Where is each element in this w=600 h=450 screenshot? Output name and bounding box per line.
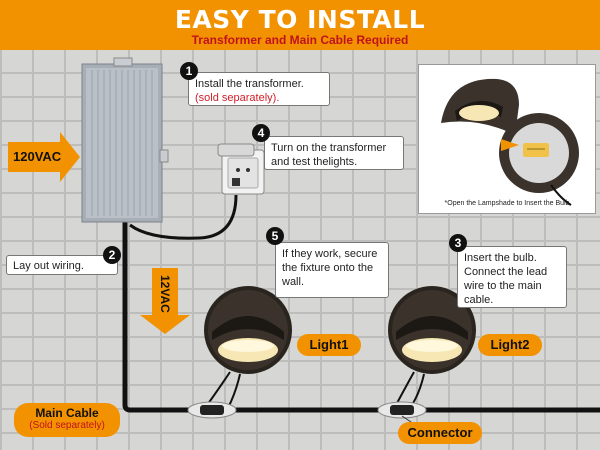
step-3-line-3: wire to the main bbox=[464, 280, 542, 292]
step-5-line-1: If they work, secure bbox=[282, 248, 378, 260]
main-cable-title: Main Cable bbox=[35, 406, 99, 420]
step-1-text: Install the transformer. bbox=[195, 78, 304, 90]
step-light-fixture-2 bbox=[388, 286, 476, 406]
step-4-line-1: Turn on the transformer bbox=[271, 142, 387, 154]
transformer-plug-cable bbox=[129, 194, 238, 240]
voltage-out-label: 12VAC bbox=[158, 275, 172, 313]
cable-connector-icon-2 bbox=[377, 401, 427, 419]
step-2-badge: 2 bbox=[103, 246, 121, 264]
bulb-insert-photo: *Open the Lampshade to Insert the Bulb bbox=[418, 64, 596, 214]
step-5-line-3: wall. bbox=[282, 276, 305, 288]
fixture-base-icon bbox=[499, 113, 579, 206]
voltage-in-label: 120VAC bbox=[13, 149, 62, 164]
transformer-box-icon bbox=[81, 57, 169, 223]
step-3-line-1: Insert the bulb. bbox=[464, 252, 537, 264]
arrow-down-icon bbox=[140, 268, 190, 334]
step-5-badge: 5 bbox=[266, 227, 284, 245]
step-5-callout: If they work, secure the fixture onto th… bbox=[275, 242, 389, 298]
step-3-line-4: cable. bbox=[464, 294, 494, 306]
lampshade-open-icon bbox=[441, 78, 519, 135]
photo-note: *Open the Lampshade to Insert the Bulb bbox=[444, 200, 570, 207]
light2-label: Light2 bbox=[478, 334, 542, 356]
step-3-badge: 3 bbox=[449, 234, 467, 252]
header-banner: EASY TO INSTALL Transformer and Main Cab… bbox=[0, 0, 600, 50]
step-4-badge: 4 bbox=[252, 124, 270, 142]
step-1-callout: Install the transformer. (sold separatel… bbox=[188, 72, 330, 106]
banner-title: EASY TO INSTALL bbox=[174, 5, 426, 34]
light1-label: Light1 bbox=[297, 334, 361, 356]
outlet-plug-icon bbox=[217, 143, 265, 195]
lampshade-photo-graphic bbox=[441, 78, 579, 206]
step-3-line-2: Connect the lead bbox=[464, 266, 548, 278]
step-4-line-2: and test thelights. bbox=[271, 156, 358, 168]
step-1-badge: 1 bbox=[180, 62, 198, 80]
cable-connector-icon-1 bbox=[187, 401, 237, 419]
step-4-callout: Turn on the transformer and test theligh… bbox=[264, 136, 404, 170]
step-2-callout: Lay out wiring. bbox=[6, 255, 118, 275]
connector-label: Connector bbox=[398, 422, 482, 444]
step-light-fixture-1 bbox=[204, 286, 292, 409]
main-cable-line bbox=[122, 220, 600, 413]
step-1-note: (sold separately). bbox=[195, 92, 280, 104]
step-5-line-2: the fixture onto the bbox=[282, 262, 374, 274]
arrow-right-icon bbox=[8, 132, 80, 182]
main-cable-label: Main Cable (Sold separately) bbox=[14, 403, 120, 437]
step-2-text: Lay out wiring. bbox=[13, 260, 84, 272]
banner-subtitle: Transformer and Main Cable Required bbox=[191, 33, 409, 47]
step-3-callout: Insert the bulb. Connect the lead wire t… bbox=[457, 246, 567, 308]
main-cable-note: (Sold separately) bbox=[29, 420, 105, 431]
